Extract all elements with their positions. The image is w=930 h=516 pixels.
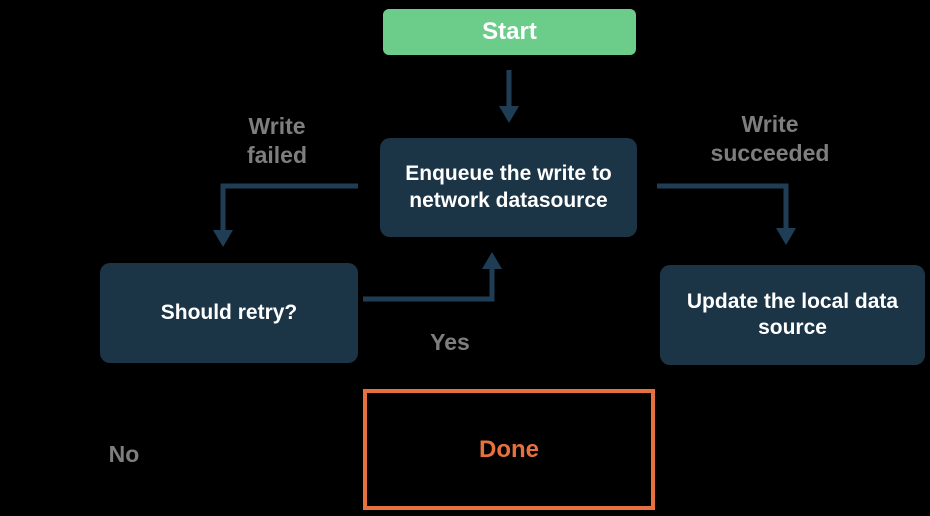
node-enqueue-write-label: Enqueue the write to network datasource	[405, 162, 612, 212]
edge-enqueue-to-update-line	[657, 183, 789, 228]
edge-start-to-enqueue-arrowhead-icon	[499, 106, 519, 123]
edge-enqueue-to-retry-line	[220, 183, 358, 230]
edge-label-yes: Yes	[430, 329, 470, 355]
node-update-local-data: Update the local data source	[660, 265, 925, 365]
edge-enqueue-to-update-arrowhead-icon	[776, 228, 796, 245]
node-start: Start	[383, 9, 636, 55]
edge-label-write-failed: Write failed	[246, 113, 308, 168]
node-done-label: Done	[479, 435, 539, 463]
node-done: Done	[363, 389, 655, 510]
node-should-retry: Should retry?	[100, 263, 358, 363]
edge-enqueue-to-retry-arrowhead-icon	[213, 230, 233, 247]
node-enqueue-write: Enqueue the write to network datasource	[380, 138, 637, 237]
edge-retry-to-enqueue-arrowhead-icon	[482, 252, 502, 269]
edge-label-no: No	[108, 441, 140, 467]
edge-retry-to-enqueue-line	[363, 269, 495, 302]
node-start-label: Start	[482, 18, 537, 45]
edge-label-write-succeeded: Write succeeded	[710, 111, 830, 166]
node-update-local-data-label: Update the local data source	[686, 289, 899, 339]
node-should-retry-label: Should retry?	[160, 300, 298, 324]
